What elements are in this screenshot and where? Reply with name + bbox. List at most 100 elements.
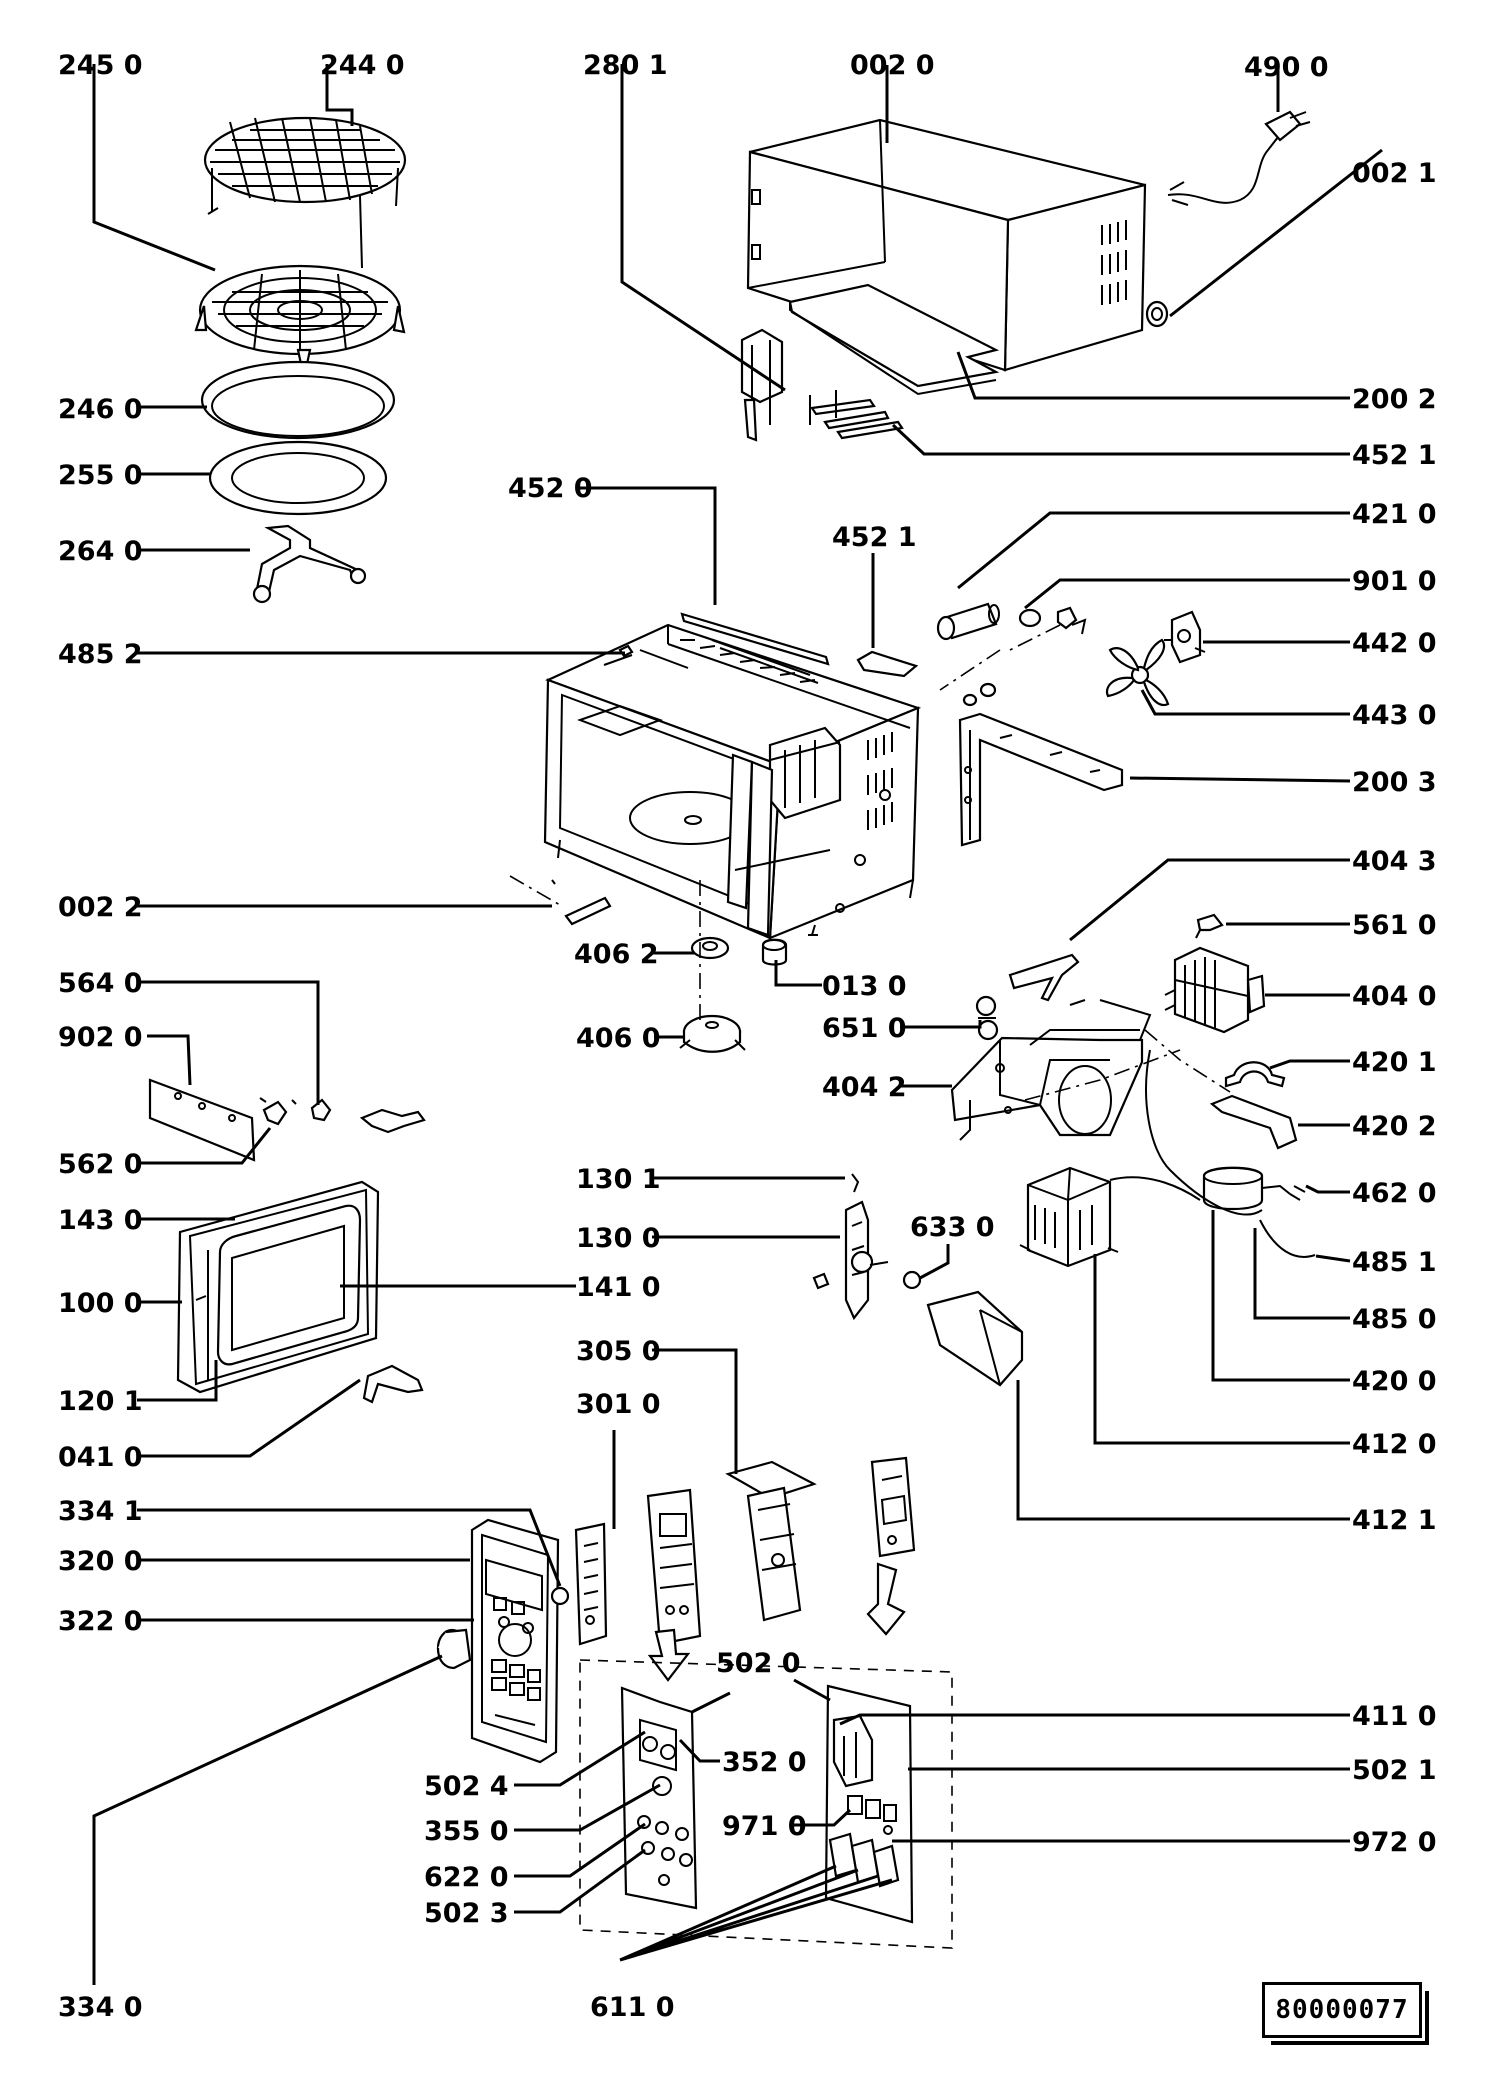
- grill-rack-part: [203, 116, 407, 269]
- lamp-part: [936, 602, 1000, 641]
- control-panel-frame-part: [470, 1518, 560, 1764]
- assembly-arrow: [647, 1628, 691, 1682]
- part-label: 406 2: [574, 939, 659, 970]
- part-label: 420 0: [1352, 1366, 1437, 1397]
- control-board-part: [620, 1686, 698, 1910]
- hinge-plate-part: [564, 896, 612, 926]
- casing-foot-part: [1145, 300, 1169, 328]
- switch-assembly-part: [812, 1173, 922, 1321]
- part-label: 564 0: [58, 968, 143, 999]
- hv-transformer-part: [1019, 1166, 1119, 1268]
- part-label: 490 0: [1244, 52, 1329, 83]
- top-strip-part: [680, 612, 830, 666]
- part-label: 452 1: [832, 522, 917, 553]
- part-label: 443 0: [1352, 700, 1437, 731]
- board-assembly-outline: [579, 1659, 953, 1949]
- part-label: 502 0: [716, 1648, 801, 1679]
- glass-turntable-part: [200, 360, 396, 440]
- part-label: 264 0: [58, 536, 143, 567]
- part-label: 412 0: [1352, 1429, 1437, 1460]
- turntable-motor-part: [679, 1014, 746, 1053]
- part-label: 420 2: [1352, 1111, 1437, 1142]
- crisp-plate-part: [194, 264, 406, 379]
- part-label: 404 0: [1352, 981, 1437, 1012]
- casing-bracket-part: [740, 328, 784, 442]
- latch-hook-part: [262, 1100, 288, 1126]
- display-board-part: [646, 1488, 702, 1646]
- document-code-box: 80000077: [1262, 1982, 1429, 2045]
- part-label: 305 0: [576, 1336, 661, 1367]
- part-label: 902 0: [58, 1022, 143, 1053]
- part-label: 485 2: [58, 639, 143, 670]
- grommet-part: [979, 682, 997, 698]
- part-label: 651 0: [822, 1013, 907, 1044]
- capacitor-clamp-part: [1224, 1061, 1286, 1088]
- part-label: 972 0: [1352, 1827, 1437, 1858]
- document-code: 80000077: [1275, 1995, 1409, 2025]
- part-label: 421 0: [1352, 499, 1437, 530]
- lamp-holder-part: [1018, 606, 1087, 635]
- oven-cavity-part: [543, 623, 922, 956]
- connector-strips-part: [809, 390, 904, 440]
- part-label: 255 0: [58, 460, 143, 491]
- latch-spring-part: [310, 1098, 332, 1122]
- transformer-cover-part: [926, 1290, 1024, 1387]
- part-label: 442 0: [1352, 628, 1437, 659]
- part-label: 141 0: [576, 1272, 661, 1303]
- clip-561-part: [1196, 913, 1224, 932]
- part-label: 002 2: [58, 892, 143, 923]
- part-label: 246 0: [58, 394, 143, 425]
- part-label: 334 1: [58, 1496, 143, 1527]
- part-label: 322 0: [58, 1606, 143, 1637]
- fan-blade-part: [1105, 638, 1170, 707]
- relay-board-part: [870, 1456, 916, 1558]
- thermostat-part: [975, 995, 999, 1041]
- part-label: 622 0: [424, 1862, 509, 1893]
- part-labels: 245 0 244 0 280 1 002 0 490 0 002 1 246 …: [58, 50, 1437, 2023]
- part-label: 355 0: [424, 1816, 509, 1847]
- assembly-arrow: [866, 1562, 906, 1636]
- part-label: 562 0: [58, 1149, 143, 1180]
- part-label: 334 0: [58, 1992, 143, 2023]
- capacitor-part: [1202, 1166, 1306, 1211]
- part-label: 041 0: [58, 1442, 143, 1473]
- part-label: 502 1: [1352, 1755, 1437, 1786]
- control-knob-part: [436, 1628, 472, 1670]
- panel-bracket-part: [725, 1460, 817, 1622]
- part-label: 502 3: [424, 1898, 509, 1929]
- magnetron-part: [1164, 946, 1266, 1034]
- part-label: 130 0: [576, 1223, 661, 1254]
- part-label: 485 1: [1352, 1247, 1437, 1278]
- part-label: 200 2: [1352, 384, 1437, 415]
- leader-lines: [92, 64, 1383, 1985]
- knob-small-part: [550, 1586, 570, 1606]
- part-label: 561 0: [1352, 910, 1437, 941]
- part-label: 404 2: [822, 1072, 907, 1103]
- side-rail-part: [958, 712, 1124, 847]
- turntable-coupler-part: [252, 524, 367, 604]
- part-label: 462 0: [1352, 1178, 1437, 1209]
- magnetron-bracket-part: [950, 999, 1152, 1141]
- cavity-bracket-part: [856, 650, 919, 678]
- part-label: 002 0: [850, 50, 935, 81]
- cover-panel-part: [148, 1078, 256, 1162]
- part-label: 245 0: [58, 50, 143, 81]
- part-label: 485 0: [1352, 1304, 1437, 1335]
- part-label: 420 1: [1352, 1047, 1437, 1078]
- part-label: 452 0: [508, 473, 593, 504]
- part-label: 352 0: [722, 1747, 807, 1778]
- part-label: 320 0: [58, 1546, 143, 1577]
- capacitor-bracket-part: [1209, 1094, 1298, 1150]
- part-label: 200 3: [1352, 767, 1437, 798]
- part-label: 412 1: [1352, 1505, 1437, 1536]
- drive-coupler-part: [690, 936, 730, 960]
- keypad-part: [574, 1522, 608, 1646]
- power-cord-part: [1167, 110, 1311, 206]
- part-label: 280 1: [583, 50, 668, 81]
- part-drawings: [148, 110, 1316, 1949]
- latch-lever-part: [359, 1108, 426, 1134]
- part-label: 301 0: [576, 1389, 661, 1420]
- cavity-foot-part: [761, 938, 788, 966]
- part-label: 143 0: [58, 1205, 143, 1236]
- part-label: 633 0: [910, 1212, 995, 1243]
